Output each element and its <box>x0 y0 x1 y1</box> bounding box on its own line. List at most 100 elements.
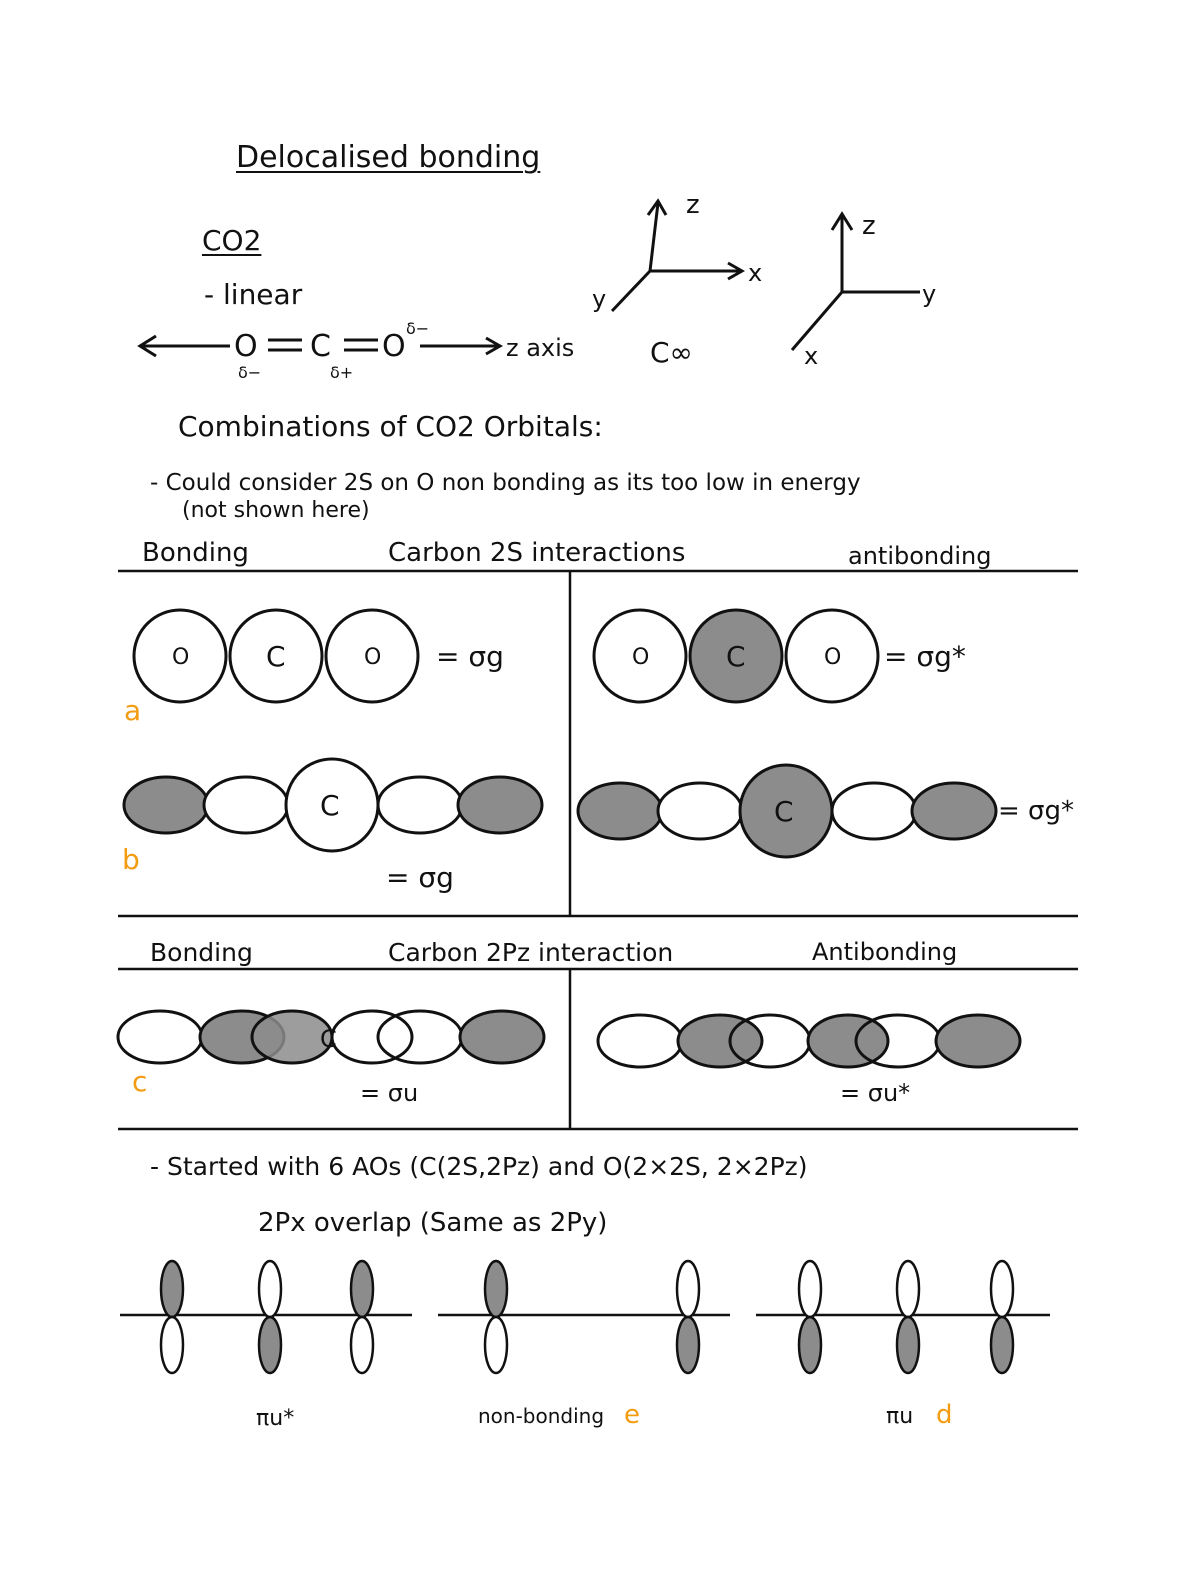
oxygen-2pz-lobe <box>116 1009 204 1065</box>
row-c-bonding-diagram: C = σu c <box>116 1009 546 1107</box>
oxygen-2px-lobe <box>797 1259 823 1319</box>
oxygen-2s-orbital <box>324 608 420 704</box>
oxygen-2pz-lobe-shaded <box>676 1013 764 1069</box>
carbon-2pz-lobe <box>330 1009 414 1065</box>
oxygen-2pz-lobe-shaded <box>458 1009 546 1065</box>
carbon-2px-lobe-shaded <box>895 1315 921 1375</box>
oxygen-2s-orbital <box>132 608 228 704</box>
carbon-2px-lobe-shaded <box>257 1315 283 1375</box>
oxygen-2px-lobe <box>349 1315 375 1375</box>
section2-antibonding-label: Antibonding <box>812 938 958 966</box>
oxygen-2pz-lobe-shaded <box>122 775 210 835</box>
oxygen-2pz-lobe <box>656 781 744 841</box>
oxygen-2pz-lobe <box>830 781 918 841</box>
orbital-label: C <box>320 1025 337 1053</box>
oxygen-2px-lobe <box>483 1315 509 1375</box>
oxygen-2pz-lobe <box>376 1009 464 1065</box>
oxygen-2pz-lobe-shaded <box>910 781 998 841</box>
axes-sketch-2: z y x <box>790 211 936 370</box>
oxygen-2px-lobe-shaded <box>159 1259 185 1319</box>
carbon-2px-lobe <box>257 1259 283 1319</box>
oxygen-2px-lobe <box>159 1315 185 1375</box>
carbon-atom: C <box>310 329 331 364</box>
row-b-bonding-result: = σg <box>386 861 454 894</box>
marker-e: e <box>624 1400 640 1430</box>
row-a-antibonding-diagram: O C O = σg* <box>592 608 966 704</box>
marker-d: d <box>936 1400 953 1430</box>
row-b-bonding-diagram: C = σg b <box>122 757 544 894</box>
oxygen-2px-lobe-shaded <box>483 1259 509 1319</box>
row-b-antibonding-result: = σg* <box>998 796 1074 826</box>
pi-antibonding-label: πu* <box>256 1406 294 1431</box>
z-axis-line <box>648 202 660 272</box>
axis2-x-label: x <box>804 342 818 370</box>
oxygen-2s-orbital <box>592 608 688 704</box>
orbital-label: O <box>172 645 189 670</box>
right-arrow-icon <box>485 336 504 356</box>
page-title: Delocalised bonding <box>236 140 541 175</box>
section2-title: Carbon 2Pz interaction <box>388 938 674 967</box>
row-b-antibonding-diagram: C = σg* <box>576 763 1074 859</box>
axis1-z-label: z <box>686 190 700 220</box>
axis1-x-label: x <box>748 259 762 287</box>
oxygen-2pz-lobe <box>376 775 464 835</box>
section1-title: Carbon 2S interactions <box>388 538 686 568</box>
carbon-2s-orbital-shaded <box>688 608 784 704</box>
axes-sketch-1: z x y <box>592 190 762 313</box>
orbital-label: C <box>320 789 340 822</box>
orbital-label: O <box>364 645 381 670</box>
axis2-z-label: z <box>862 211 876 241</box>
y-axis-line <box>610 269 652 313</box>
point-group-label: C∞ <box>650 336 693 369</box>
carbon-2px-lobe <box>895 1259 921 1319</box>
orbital-label: C <box>266 640 286 673</box>
orbital-label: C <box>726 640 746 673</box>
oxygen-2pz-lobe-shaded <box>934 1013 1022 1069</box>
x-axis-line <box>790 291 844 351</box>
non-bonding-label: non-bonding <box>478 1404 604 1428</box>
oxygen-2pz-lobe-shaded <box>456 775 544 835</box>
marker-a: a <box>124 694 141 727</box>
oxygen-2pz-lobe <box>596 1013 684 1069</box>
linear-note: - linear <box>204 278 303 311</box>
section2-bonding-label: Bonding <box>150 938 253 967</box>
row-c-antibonding-result: = σu* <box>840 1079 910 1107</box>
oxygen-2pz-lobe-shaded <box>576 781 664 841</box>
pi-bonding-label: πu <box>886 1404 913 1429</box>
oxygen-2px-lobe-shaded <box>989 1315 1015 1375</box>
row-c-antibonding-diagram: = σu* <box>596 1013 1022 1107</box>
co2-structure-diagram: O δ− C δ+ O δ− z axis C∞ <box>137 320 693 380</box>
oxygen-2s-orbital <box>784 608 880 704</box>
note-2s: - Could consider 2S on O non bonding as … <box>150 470 861 496</box>
delta-plus: δ+ <box>330 363 353 380</box>
delta-minus-left: δ− <box>238 363 261 380</box>
row-c-bonding-result: = σu <box>360 1079 418 1107</box>
orbital-label: O <box>632 645 649 670</box>
started-note: - Started with 6 AOs (C(2S,2Pz) and O(2×… <box>150 1152 808 1181</box>
pi-orbital-diagrams: πu* non-bonding e πu d <box>120 1259 1050 1431</box>
z-arrow-icon <box>830 211 854 231</box>
left-arrow-icon <box>137 334 157 358</box>
oxygen-2px-lobe-shaded <box>675 1315 701 1375</box>
z-axis-label: z axis <box>506 334 574 362</box>
axis2-y-label: y <box>922 280 936 308</box>
carbon-2s-orbital <box>228 608 324 704</box>
oxygen-right: O <box>382 329 406 364</box>
carbon-2pz-lobe-shaded <box>806 1013 890 1069</box>
orbital-label: O <box>824 645 841 670</box>
row-a-bonding-result: = σg <box>436 640 504 673</box>
delta-minus-right: δ− <box>406 320 429 338</box>
combinations-heading: Combinations of CO2 Orbitals: <box>178 410 603 443</box>
marker-b: b <box>122 843 140 876</box>
marker-c: c <box>132 1065 147 1098</box>
row-a-antibonding-result: = σg* <box>884 640 966 673</box>
section1-bonding-label: Bonding <box>142 538 249 568</box>
oxygen-2px-lobe-shaded <box>349 1259 375 1319</box>
oxygen-left: O <box>234 329 258 364</box>
note-2s-sub: (not shown here) <box>182 498 370 523</box>
z-arrow-icon <box>646 198 668 216</box>
row-a-bonding-diagram: O C O = σg a <box>124 608 504 727</box>
x-arrow-icon <box>727 261 746 281</box>
